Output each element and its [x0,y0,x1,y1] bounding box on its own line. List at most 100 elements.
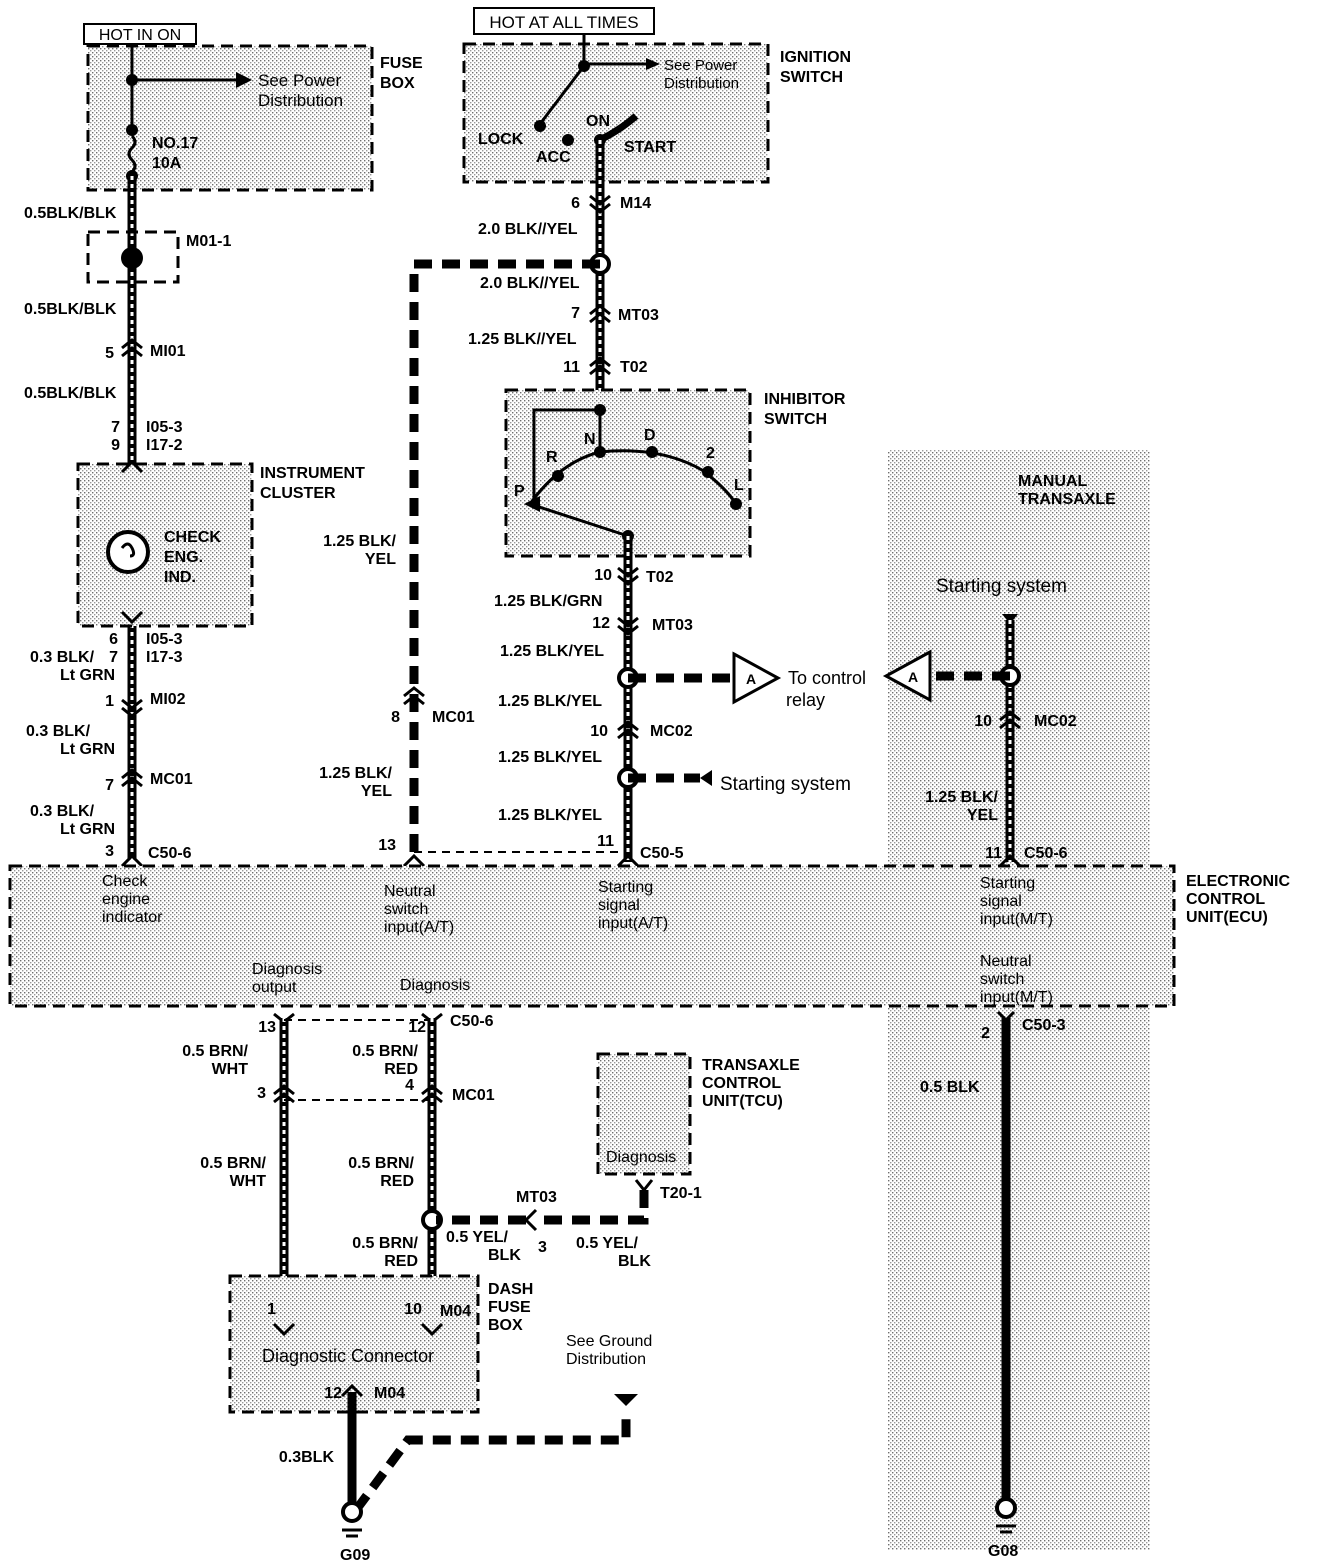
svg-text:START: START [624,139,676,156]
connector-label: MT03 [516,1189,557,1206]
svg-text:input(A/T): input(A/T) [598,915,668,932]
svg-text:0.3 BLK/: 0.3 BLK/ [26,723,91,740]
svg-text:YEL: YEL [967,807,998,824]
svg-text:10: 10 [404,1301,422,1318]
connector-label: I17-3 [146,649,183,666]
svg-text:1: 1 [267,1301,276,1318]
svg-text:Diagnosis: Diagnosis [400,977,470,994]
svg-text:0.5 BRN/: 0.5 BRN/ [348,1155,414,1172]
splice-box [86,230,180,284]
svg-text:11: 11 [563,359,580,376]
starting-system-label: Starting system [720,774,851,795]
see-power-text-2: Distribution [258,91,343,110]
svg-text:1.25 BLK//YEL: 1.25 BLK//YEL [468,331,577,348]
svg-text:1.25 BLK/: 1.25 BLK/ [323,533,396,550]
svg-text:input(M/T): input(M/T) [980,989,1053,1006]
tcu [596,1052,692,1176]
svg-text:5: 5 [105,345,114,362]
svg-text:1.25 BLK/: 1.25 BLK/ [925,789,998,806]
svg-text:7: 7 [111,419,120,436]
svg-text:P: P [514,483,525,500]
check-engine-lamp-icon [106,530,150,574]
svg-text:0.5 BRN/: 0.5 BRN/ [182,1043,248,1060]
svg-text:TRANSAXLE: TRANSAXLE [1018,491,1116,508]
ground-label-g09: G09 [340,1547,370,1564]
svg-text:3: 3 [105,843,114,860]
connector-marker-a-right [732,651,782,705]
connector-label: T02 [646,569,674,586]
svg-text:BLK: BLK [488,1247,521,1264]
svg-text:13: 13 [258,1019,276,1036]
svg-text:TRANSAXLE: TRANSAXLE [702,1057,800,1074]
svg-text:Lt GRN: Lt GRN [60,667,115,684]
diagnostic-connector-label: Diagnostic Connector [262,1346,434,1366]
connector-label: MT03 [652,617,693,634]
svg-text:0.5 BRN/: 0.5 BRN/ [352,1235,418,1252]
ground-label-g08: G08 [988,1543,1018,1560]
svg-text:DASH: DASH [488,1281,533,1298]
svg-text:YEL: YEL [361,783,392,800]
svg-text:0.3 BLK/: 0.3 BLK/ [30,803,95,820]
svg-text:ACC: ACC [536,149,571,166]
svg-text:LOCK: LOCK [478,131,524,148]
connector-label: MC01 [432,709,475,726]
fuse-amp: 10A [152,155,182,172]
svg-text:CONTROL: CONTROL [1186,891,1265,908]
svg-text:A: A [746,671,756,687]
fuse-number: NO.17 [152,135,198,152]
arrow-icon [236,72,252,88]
ignition-switch [462,42,770,184]
connector-label: I17-2 [146,437,183,454]
svg-text:7: 7 [105,777,114,794]
connector-label: MI01 [150,343,186,360]
connector-label: T20-1 [660,1185,702,1202]
svg-text:relay: relay [786,690,825,710]
wire-label: 0.5BLK/BLK [24,301,117,318]
ecu [8,864,1176,1008]
hot-at-all-times-label: HOT AT ALL TIMES [489,13,638,32]
instrument-cluster [76,462,254,628]
svg-text:2.0 BLK//YEL: 2.0 BLK//YEL [478,221,578,238]
svg-text:RED: RED [384,1253,418,1270]
svg-text:input(M/T): input(M/T) [980,911,1053,928]
svg-text:ELECTRONIC: ELECTRONIC [1186,873,1290,890]
svg-text:CONTROL: CONTROL [702,1075,781,1092]
svg-text:Diagnosis: Diagnosis [606,1149,676,1166]
wire-label: 0.5BLK/BLK [24,385,117,402]
connector-label: M01-1 [186,233,231,250]
hot-in-on-label-box [83,23,197,45]
connector-label: C50-6 [1024,845,1068,862]
svg-text:12: 12 [592,615,610,632]
svg-text:Distribution: Distribution [566,1351,646,1368]
svg-text:10: 10 [594,567,612,584]
hot-in-on-label: HOT IN ON [99,27,181,44]
connector-label: MC02 [1034,713,1077,730]
svg-text:Starting: Starting [598,879,653,896]
connector-label: MC02 [650,723,693,740]
dash-fuse-box [228,1274,480,1414]
svg-text:1.25 BLK/GRN: 1.25 BLK/GRN [494,593,602,610]
instrument-cluster-label: INSTRUMENT [260,465,365,482]
svg-text:RED: RED [384,1061,418,1078]
svg-text:1.25 BLK/YEL: 1.25 BLK/YEL [500,643,604,660]
fuse-box-label-2: BOX [380,75,415,92]
svg-text:2: 2 [981,1025,990,1042]
svg-text:See Ground: See Ground [566,1333,652,1350]
svg-text:INHIBITOR: INHIBITOR [764,391,846,408]
svg-text:engine: engine [102,891,150,908]
svg-text:0.3 BLK/: 0.3 BLK/ [30,649,95,666]
svg-text:D: D [644,427,656,444]
svg-text:IGNITION: IGNITION [780,49,851,66]
connector-label: M04 [374,1385,405,1402]
connector-label: MC01 [452,1087,495,1104]
svg-text:N: N [584,431,596,448]
svg-text:Starting: Starting [980,875,1035,892]
starting-system-label: Starting system [936,576,1067,597]
svg-text:CHECK: CHECK [164,529,221,546]
svg-text:RED: RED [380,1173,414,1190]
svg-text:IND.: IND. [164,569,196,586]
svg-text:12: 12 [324,1385,342,1402]
connector-marker-a-left [882,649,932,703]
svg-text:indicator: indicator [102,909,163,926]
svg-text:6: 6 [571,195,580,212]
